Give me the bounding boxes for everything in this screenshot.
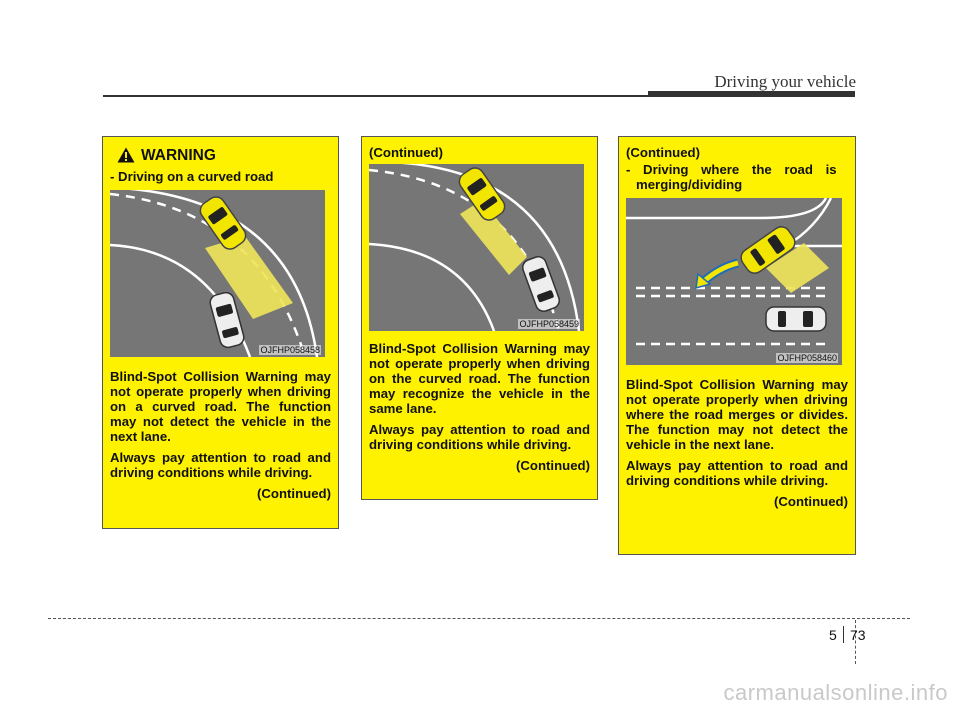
bullet-merging-line2: merging/dividing bbox=[636, 177, 743, 192]
footer-section-number: 5 bbox=[829, 627, 837, 643]
watermark: carmanualsonline.info bbox=[723, 680, 948, 705]
header-rule bbox=[103, 95, 648, 97]
detection-zone bbox=[460, 200, 527, 275]
other-car-white bbox=[765, 306, 827, 332]
body-paragraph: Always pay attention to road and driving… bbox=[110, 450, 331, 480]
continued-label: (Continued) bbox=[516, 458, 590, 473]
footer-separator bbox=[843, 626, 844, 643]
detection-zone bbox=[205, 236, 293, 319]
ego-car-yellow bbox=[458, 167, 506, 221]
continued-label: (Continued) bbox=[257, 486, 331, 501]
curved-road-illustration bbox=[110, 190, 325, 357]
ego-car-yellow bbox=[199, 196, 247, 250]
figure-code: OJFHP058458 bbox=[259, 345, 321, 355]
warning-heading: WARNING bbox=[110, 147, 331, 163]
bullet-merging-line1: - Driving where the road is bbox=[626, 162, 848, 177]
warning-title: WARNING bbox=[141, 146, 216, 164]
header-rule-thick bbox=[648, 91, 855, 97]
ego-car-yellow bbox=[740, 226, 796, 274]
continued-top-label: (Continued) bbox=[369, 145, 443, 160]
figure-code: OJFHP058459 bbox=[518, 319, 580, 329]
continued-top-label: (Continued) bbox=[626, 145, 700, 160]
other-car-white bbox=[209, 291, 245, 349]
warning-panel-merging-road: (Continued) - Driving where the road is … bbox=[618, 136, 856, 555]
warning-panel-curved-road-same-lane: (Continued) OJFHP058459 Blind-Spot Colli… bbox=[361, 136, 598, 500]
merging-road-illustration bbox=[626, 198, 842, 365]
body-paragraph: Always pay attention to road and driving… bbox=[369, 422, 590, 452]
warning-panel-curved-road: WARNING - Driving on a curved road OJFHP… bbox=[102, 136, 339, 529]
figure-curved-road: OJFHP058458 bbox=[110, 190, 325, 357]
footer-vertical-rule bbox=[855, 620, 856, 664]
footer-page-number: 73 bbox=[850, 627, 866, 643]
other-car-white bbox=[521, 256, 561, 312]
figure-merging-road: OJFHP058460 bbox=[626, 198, 842, 365]
body-paragraph: Blind-Spot Collision Warning may not ope… bbox=[369, 341, 590, 416]
footer-rule bbox=[48, 618, 910, 619]
warning-triangle-icon bbox=[117, 147, 135, 163]
body-paragraph: Always pay attention to road and driving… bbox=[626, 458, 848, 488]
figure-curved-road-same-lane: OJFHP058459 bbox=[369, 164, 584, 331]
bullet-curved-road: - Driving on a curved road bbox=[110, 169, 274, 184]
curved-road-same-lane-illustration bbox=[369, 164, 584, 331]
body-paragraph: Blind-Spot Collision Warning may not ope… bbox=[110, 369, 331, 444]
page-header-title: Driving your vehicle bbox=[714, 72, 856, 91]
continued-label: (Continued) bbox=[774, 494, 848, 509]
bullet-merging-text: - Driving where the road is bbox=[626, 162, 837, 177]
figure-code: OJFHP058460 bbox=[776, 353, 838, 363]
detection-zone bbox=[766, 243, 829, 293]
body-paragraph: Blind-Spot Collision Warning may not ope… bbox=[626, 377, 848, 452]
